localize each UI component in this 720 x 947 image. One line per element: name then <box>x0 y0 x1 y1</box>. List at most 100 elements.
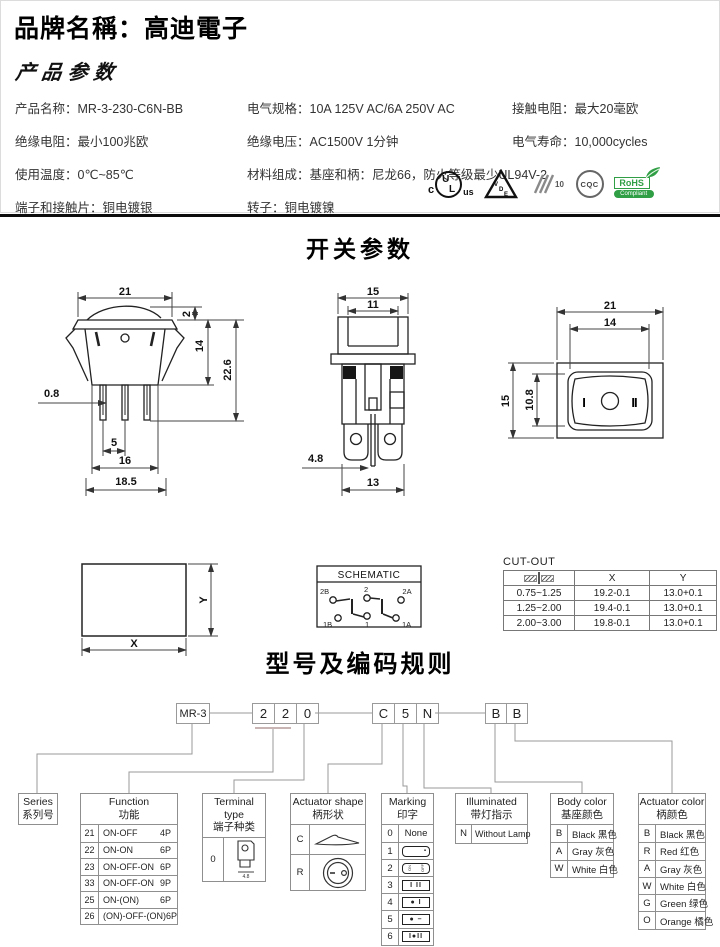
terminal-2a: 2A <box>402 587 411 596</box>
col-header-y: Y <box>649 570 717 586</box>
table-row: 5● – <box>382 910 433 928</box>
table-row: N Without Lamp <box>456 825 531 843</box>
svg-text:D: D <box>499 187 504 193</box>
dim-16: 16 <box>119 455 131 467</box>
product-params-section: 品牌名稱：高迪電子 产品参数 产品名称：MR-3-230-C6N-BB 电气规格… <box>0 0 720 215</box>
marking-dot-icon: ▪ <box>402 845 430 857</box>
spec-electrical-rating: 电气规格：10A 125V AC/6A 250V AC <box>247 102 455 116</box>
certification-logos: c U L us V D E 10 CQC <box>428 163 660 205</box>
dim-22-6: 22.6 <box>222 359 234 380</box>
enec-10-icon: 10 <box>533 174 564 194</box>
code-underline <box>255 727 291 729</box>
section-title-product-params: 产品参数 <box>14 60 122 84</box>
cul-suffix: us <box>463 186 474 197</box>
table-row: C <box>291 825 365 854</box>
dim-14: 14 <box>194 339 206 352</box>
rocker-mark-right: II <box>631 395 637 410</box>
spec-operating-temp: 使用温度：0℃~85℃ <box>15 168 134 182</box>
table-row: 0 4.8 <box>203 837 265 881</box>
terminal-1a: 1A <box>402 620 411 629</box>
dim-2: 2 <box>181 311 193 317</box>
cul-us-icon: c U L us <box>428 170 474 198</box>
table-row: 1▪ <box>382 842 433 860</box>
section-title-switch-params: 开关参数 <box>306 236 414 262</box>
terminal-2: 2 <box>364 585 368 594</box>
spec-contact-resistance: 接触电阻：最大20毫欧 <box>512 102 639 116</box>
ul-circle: U L <box>435 170 463 198</box>
dim-4-8: 4.8 <box>308 453 323 465</box>
cul-prefix: c <box>428 183 435 196</box>
dim-21: 21 <box>119 286 131 298</box>
coding-connector-lines <box>36 712 673 793</box>
brand-title: 品牌名稱：高迪電子 <box>14 15 249 43</box>
col-header-x: X <box>573 570 651 586</box>
cutout-rect-drawing: Y X <box>81 563 218 656</box>
dim-11: 11 <box>367 299 379 311</box>
rocker-mark-left: I <box>582 395 586 410</box>
spec-rotor-plating: 转子：铜电镀镍 <box>247 201 335 215</box>
terminal-dim: 4.8 <box>242 874 249 879</box>
cqc-icon: CQC <box>575 170 604 198</box>
terminal-1b: 1B <box>323 620 332 629</box>
spec-insulation-voltage: 绝缘电压：AC1500V 1分钟 <box>247 135 399 149</box>
schematic-title: SCHEMATIC <box>338 570 401 581</box>
rohs-icon: RoHS Compliant <box>613 167 660 199</box>
leaf-icon <box>645 167 660 179</box>
vde-triangle-icon: V D E <box>483 169 518 199</box>
svg-text:E: E <box>504 192 508 198</box>
dim-15: 15 <box>367 286 379 298</box>
table-row: X Y <box>503 570 717 586</box>
spec-insulation-resistance: 绝缘电阻：最小100兆欧 <box>15 135 149 149</box>
marking-dot-dash-icon: ● – <box>402 914 430 926</box>
dim-21-top: 21 <box>604 300 616 312</box>
dim-14-top: 14 <box>604 317 617 329</box>
marking-dot-i-icon: ● I <box>402 896 430 908</box>
side-view-drawing: 15 11 4.8 13 <box>302 286 416 496</box>
front-view-drawing: 21 2 14 22.6 0.8 5 16 18.5 <box>38 286 244 496</box>
table-row: 26(ON)-OFF-(ON)6P <box>81 907 177 924</box>
spec-electrical-life: 电气寿命：10,000cycles <box>512 135 648 149</box>
curved-rocker-icon <box>313 834 359 845</box>
marking-i-dot-ii-icon: I●II <box>402 931 430 943</box>
top-view-drawing: 21 14 15 10.8 I II <box>500 300 664 439</box>
terminal-2b: 2B <box>320 587 329 596</box>
dim-18-5: 18.5 <box>115 476 136 488</box>
dim-5: 5 <box>111 437 117 449</box>
dim-x: X <box>130 638 138 650</box>
dim-10-8: 10.8 <box>524 389 536 410</box>
section-divider <box>0 214 720 217</box>
panel-thickness-icon <box>506 572 572 584</box>
table-row: 4● I <box>382 893 433 911</box>
